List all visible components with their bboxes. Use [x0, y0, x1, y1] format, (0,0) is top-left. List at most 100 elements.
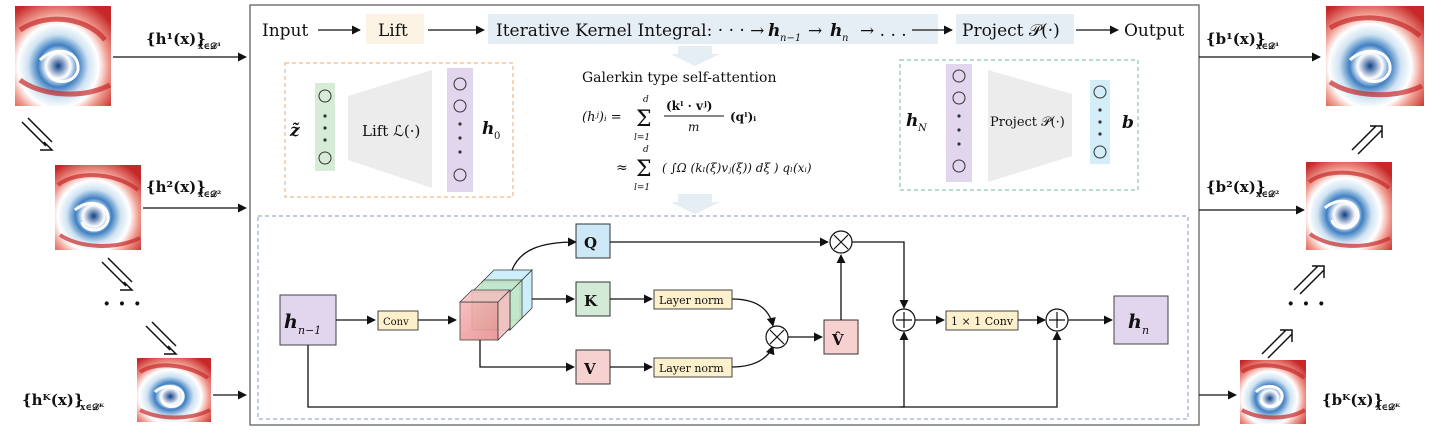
lift-header-bg	[366, 14, 424, 44]
v-box	[575, 349, 611, 385]
residual-to-add2	[900, 331, 1062, 408]
kernel-down-chevron-1	[670, 46, 720, 66]
project-block-frame	[899, 59, 1139, 191]
layer-norm-v-label: Layer norm	[659, 362, 724, 375]
project-trapezoid	[988, 70, 1072, 182]
left-down-arrow-1	[21, 117, 54, 151]
qkv-cube-stack	[459, 269, 533, 341]
lift-h0-vector	[447, 68, 473, 192]
layer-output-sub: n	[1142, 324, 1149, 337]
right-dots: · · ·	[1287, 291, 1325, 317]
pipeline-h-prev-sub: n−1	[780, 33, 801, 44]
arrow-mult-add1	[852, 241, 909, 309]
output-field-1	[1326, 6, 1424, 106]
layer-input-label: h	[284, 311, 298, 333]
input-label-k-sub: x∈𝒟ᴷ	[80, 402, 105, 413]
attention-eq2-approx: ≈	[616, 160, 628, 176]
input-field-1	[15, 6, 112, 106]
add-node-2	[1045, 308, 1069, 332]
k-label: K	[584, 292, 598, 310]
lift-label: Lift ℒ(·)	[362, 122, 420, 140]
attention-eq1-den: m	[688, 120, 699, 134]
pipeline-arrow-mid: →	[808, 21, 822, 41]
project-b: b	[1122, 113, 1134, 133]
q-box	[575, 223, 611, 259]
project-header-bg	[956, 14, 1074, 44]
pipeline-tail: → . . .	[860, 21, 907, 41]
lift-trapezoid	[348, 70, 432, 188]
input-label-k: {hᴷ(x)}	[22, 391, 84, 409]
residual-to-add1	[307, 331, 909, 408]
arrow-cube-v	[479, 340, 575, 372]
left-dots: · · ·	[103, 291, 141, 317]
left-down-arrow-3	[145, 321, 178, 355]
layer-output-box	[1113, 295, 1169, 345]
lift-block-frame	[284, 62, 514, 198]
pipeline-h-curr-sub: n	[842, 33, 848, 44]
attention-eq2-sum-bot: l=1	[634, 183, 650, 193]
pipeline-kernel: Iterative Kernel Integral: · · · →	[496, 21, 764, 41]
layer-frame	[257, 215, 1189, 420]
pipeline-input: Input	[262, 21, 308, 41]
attention-eq1-lhs: (hʲ)ᵢ =	[582, 110, 622, 125]
mult-qv-node	[829, 230, 853, 254]
pipeline-lift: Lift	[378, 21, 408, 41]
arrow-norm-k-mult	[731, 298, 776, 327]
output-label-k: {bᴷ(x)}	[1322, 391, 1383, 409]
pipeline-h-prev: h	[768, 21, 780, 41]
main-frame	[249, 4, 1200, 426]
conv1x1-label: 1 × 1 Conv	[951, 315, 1014, 328]
input-label-1: {h¹(x)}	[146, 30, 206, 48]
output-field-2	[1306, 162, 1392, 250]
attention-eq2-sum: Σ	[636, 157, 652, 182]
attention-eq1-sum-bot: l=1	[634, 133, 650, 143]
input-field-2	[55, 165, 141, 250]
attention-eq1-sum-top: d	[643, 95, 649, 105]
attention-eq2-body: ( ∫Ω (kₗ(ξ)vⱼ(ξ)) dξ ) qₗ(xᵢ)	[662, 161, 812, 175]
lift-h0: h	[482, 119, 494, 139]
arrow-cube-q	[511, 237, 577, 271]
q-label: Q	[584, 234, 597, 252]
output-field-k	[1240, 360, 1307, 424]
layer-input-sub: n−1	[298, 324, 321, 337]
mult-kv-node	[765, 325, 789, 349]
right-up-arrow-2	[1293, 265, 1325, 295]
conv-label: Conv	[383, 317, 409, 328]
vhat-label: V̂	[831, 331, 844, 349]
right-up-arrow-1	[1351, 125, 1383, 155]
lift-z: z̃	[289, 121, 300, 141]
v-label: V	[583, 360, 596, 378]
right-up-arrow-3	[1261, 329, 1293, 359]
input-field-k	[137, 358, 211, 422]
attention-eq1-rhs: (qˡ)ᵢ	[730, 110, 756, 124]
output-label-2: {b²(x)}	[1206, 178, 1266, 196]
project-hN: h	[906, 111, 918, 131]
output-label-2-sub: x∈𝒟²	[1256, 189, 1279, 200]
project-label: Project 𝒫(·)	[990, 115, 1065, 130]
kernel-header-bg	[488, 14, 938, 44]
input-label-2-sub: x∈𝒟²	[198, 189, 221, 200]
add-node-1	[892, 308, 916, 332]
input-label-1-sub: x∈𝒟¹	[198, 41, 221, 52]
output-label-1-sub: x∈𝒟¹	[1256, 41, 1279, 52]
attention-eq1-sum: Σ	[636, 107, 652, 132]
arrow-norm-v-mult	[731, 345, 775, 368]
pipeline-output: Output	[1124, 21, 1185, 41]
project-hN-vector	[946, 64, 972, 182]
project-hN-sub: N	[917, 123, 928, 134]
attention-eq1-num: (kˡ · vʲ)	[666, 99, 712, 113]
pipeline-h-curr: h	[830, 21, 842, 41]
output-label-1: {b¹(x)}	[1206, 30, 1266, 48]
kernel-down-chevron-2	[670, 194, 720, 214]
layer-output-label: h	[1128, 311, 1142, 333]
layer-input-box	[279, 294, 337, 346]
k-box	[575, 281, 611, 317]
lift-h0-sub: 0	[494, 131, 500, 142]
attention-eq2-sum-top: d	[643, 145, 649, 155]
pipeline-project: Project 𝒫(·)	[962, 21, 1060, 41]
output-label-k-sub: x∈𝒟ᴷ	[1376, 402, 1401, 413]
attention-title: Galerkin type self-attention	[582, 70, 776, 86]
input-label-2: {h²(x)}	[146, 178, 206, 196]
left-down-arrow-2	[101, 257, 134, 291]
